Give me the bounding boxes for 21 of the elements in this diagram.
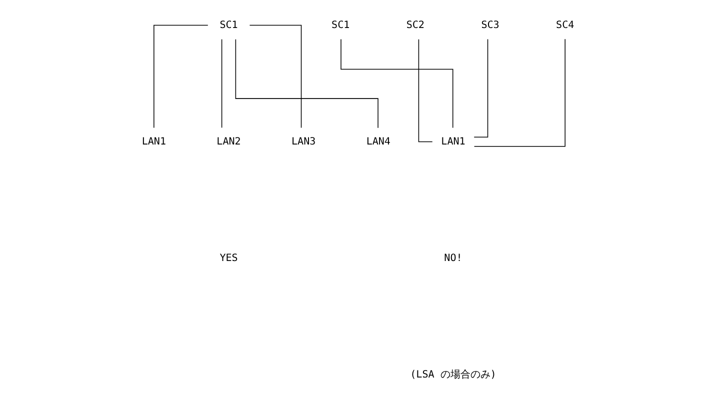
connector [153,24,208,128]
connector [234,39,378,128]
node-text: SC1 [219,20,238,31]
label: NO! [444,252,462,264]
connector [473,38,565,147]
connector [473,38,488,138]
node-text: SC4 [556,20,574,31]
node-text: LAN3 [291,136,316,148]
node-text: SC1 [331,20,350,31]
connector [220,38,222,128]
connector [248,24,302,128]
node-text: SC2 [406,20,424,31]
node-text: LAN4 [366,136,390,148]
node-text: SC3 [480,20,499,31]
connector [418,38,432,142]
node-text: LAN2 [216,136,240,148]
node-text: LAN1 [440,136,465,148]
connector [340,38,453,128]
node-text: LAN1 [141,136,166,148]
label: YES [219,252,238,264]
label: (LSA の場合のみ) [410,369,496,380]
